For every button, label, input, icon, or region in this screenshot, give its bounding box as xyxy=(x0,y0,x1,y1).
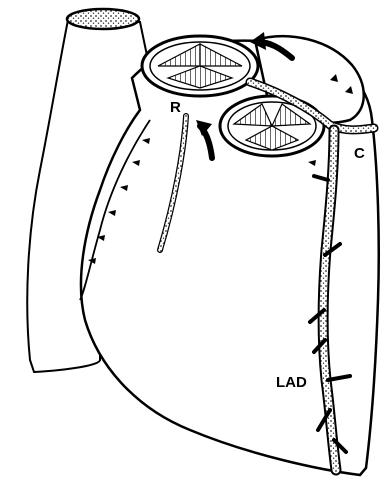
label-circumflex: C xyxy=(354,145,365,162)
label-right-coronary: R xyxy=(170,99,181,116)
label-lad: LAD xyxy=(276,374,307,391)
pulmonary-valve xyxy=(142,36,258,96)
